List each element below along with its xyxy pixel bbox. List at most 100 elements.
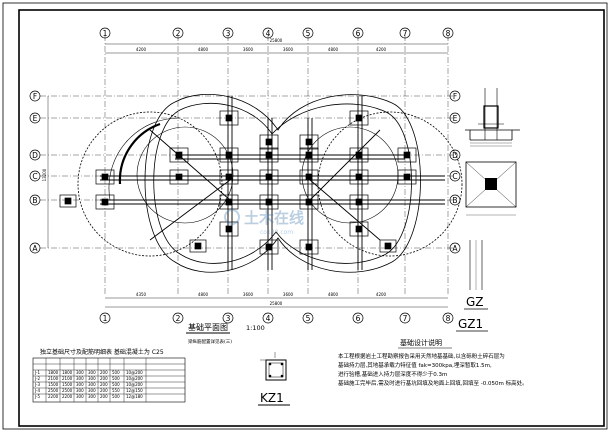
footing (59, 194, 77, 208)
svg-text:A: A (452, 244, 458, 253)
axis-bubble: C (449, 170, 461, 182)
svg-text:2200: 2200 (48, 394, 59, 399)
svg-text:3: 3 (226, 29, 231, 38)
footing (349, 110, 369, 126)
svg-text:550: 550 (112, 388, 120, 393)
svg-text:E: E (33, 114, 38, 123)
footing (299, 147, 319, 163)
footing (299, 194, 319, 210)
axis-bubble: 4 (262, 312, 274, 324)
svg-text:500: 500 (112, 376, 120, 381)
notes-line: 基础持力层,其地基承载力特征值 fak=300kpa,埋深暂取1.5m, (338, 361, 492, 369)
svg-text:J-1: J-1 (34, 370, 40, 375)
table-title: 独立基础尺寸及配筋明细表 基础混凝土为 C25 (40, 348, 164, 356)
notes-line: 本工程根据岩土工程勘察报告采用天然地基基础,以含砾粉土碎石层为 (338, 352, 505, 360)
axis-bubble: 5 (302, 27, 314, 39)
axis-bubble: F (29, 90, 41, 102)
plan-note: 梁纵筋配置详见表(三) (188, 338, 232, 345)
axis-bubble: B (29, 194, 41, 206)
svg-text:B: B (452, 196, 457, 205)
svg-text:D: D (452, 151, 458, 160)
watermark-sub: co188.com (260, 229, 293, 236)
gz1-section: GZ1 (456, 317, 488, 332)
axis-bubble: B (449, 194, 461, 206)
svg-text:300: 300 (88, 388, 96, 393)
svg-text:2: 2 (176, 314, 181, 323)
dim-bottom-seg: 3600 (283, 292, 294, 297)
gz-detail: GZ (464, 240, 488, 310)
axis-bubble: D (449, 149, 461, 161)
footing (259, 194, 279, 210)
footing (219, 110, 239, 126)
axis-bubble: 7 (399, 27, 411, 39)
footing (349, 194, 369, 210)
svg-text:C: C (32, 172, 37, 181)
axis-bubble: 7 (399, 312, 411, 324)
svg-text:1: 1 (103, 314, 108, 323)
footing (95, 169, 115, 185)
svg-text:C: C (452, 172, 457, 181)
axis-bubble: E (449, 112, 461, 124)
axis-bubble: F (449, 90, 461, 102)
svg-text:1800: 1800 (48, 370, 59, 375)
dim-bottom-seg: 4800 (328, 292, 339, 297)
svg-text:300: 300 (88, 394, 96, 399)
svg-text:500: 500 (112, 382, 120, 387)
axis-bubbles-left: F E D C B A (29, 90, 41, 254)
svg-text:6: 6 (356, 314, 361, 323)
svg-text:F: F (33, 92, 37, 101)
svg-text:300: 300 (76, 382, 84, 387)
axis-bubble: 6 (352, 27, 364, 39)
axis-bubble: 6 (352, 312, 364, 324)
svg-text:1800: 1800 (62, 370, 73, 375)
kz1-section: KZ1 (258, 352, 290, 406)
svg-text:500: 500 (112, 394, 120, 399)
axis-bubble: 2 (172, 312, 184, 324)
footing (349, 169, 369, 185)
footing (299, 169, 319, 185)
dim-top-seg: 4800 (198, 47, 209, 52)
notes-line: 基础施工完毕后,需及时进行基坑回填及地面上回填,回填至 -0.050m 标高处。 (338, 379, 528, 387)
axis-bubbles-bottom: 1 2 3 4 5 6 7 8 (99, 312, 454, 324)
footing (299, 239, 319, 255)
footing (219, 147, 239, 163)
svg-text:2500: 2500 (48, 388, 59, 393)
svg-text:3: 3 (226, 314, 231, 323)
svg-text:D: D (32, 151, 38, 160)
svg-text:200: 200 (100, 376, 108, 381)
svg-text:4: 4 (266, 314, 271, 323)
axis-bubble: 4 (262, 27, 274, 39)
inner-frame (18, 9, 605, 427)
svg-text:J-2: J-2 (34, 376, 40, 381)
axis-bubble: A (29, 242, 41, 254)
footing (169, 147, 189, 163)
svg-text:300: 300 (76, 394, 84, 399)
svg-text:10@200: 10@200 (126, 370, 143, 375)
dimension-left: 13200 (42, 96, 49, 248)
footing (259, 134, 279, 150)
svg-text:A: A (32, 244, 38, 253)
svg-text:300: 300 (76, 376, 84, 381)
axis-bubble: 1 (99, 27, 111, 39)
svg-text:2200: 2200 (62, 394, 73, 399)
svg-text:J-4: J-4 (34, 388, 40, 393)
design-notes: 基础设计说明 本工程根据岩土工程勘察报告采用天然地基基础,以含砾粉土碎石层为 基… (338, 338, 528, 387)
dim-bottom-seg: 4800 (198, 292, 209, 297)
axis-bubble: 3 (222, 312, 234, 324)
svg-text:6: 6 (356, 29, 361, 38)
svg-text:E: E (453, 114, 458, 123)
dim-bottom-total: 25800 (270, 301, 283, 306)
svg-text:7: 7 (403, 314, 408, 323)
svg-text:500: 500 (112, 370, 120, 375)
dim-left-total: 13200 (42, 168, 47, 181)
footing (299, 134, 319, 150)
svg-text:300: 300 (76, 370, 84, 375)
plan-title: 基础平面图 (188, 322, 228, 332)
svg-text:10@200: 10@200 (126, 382, 143, 387)
